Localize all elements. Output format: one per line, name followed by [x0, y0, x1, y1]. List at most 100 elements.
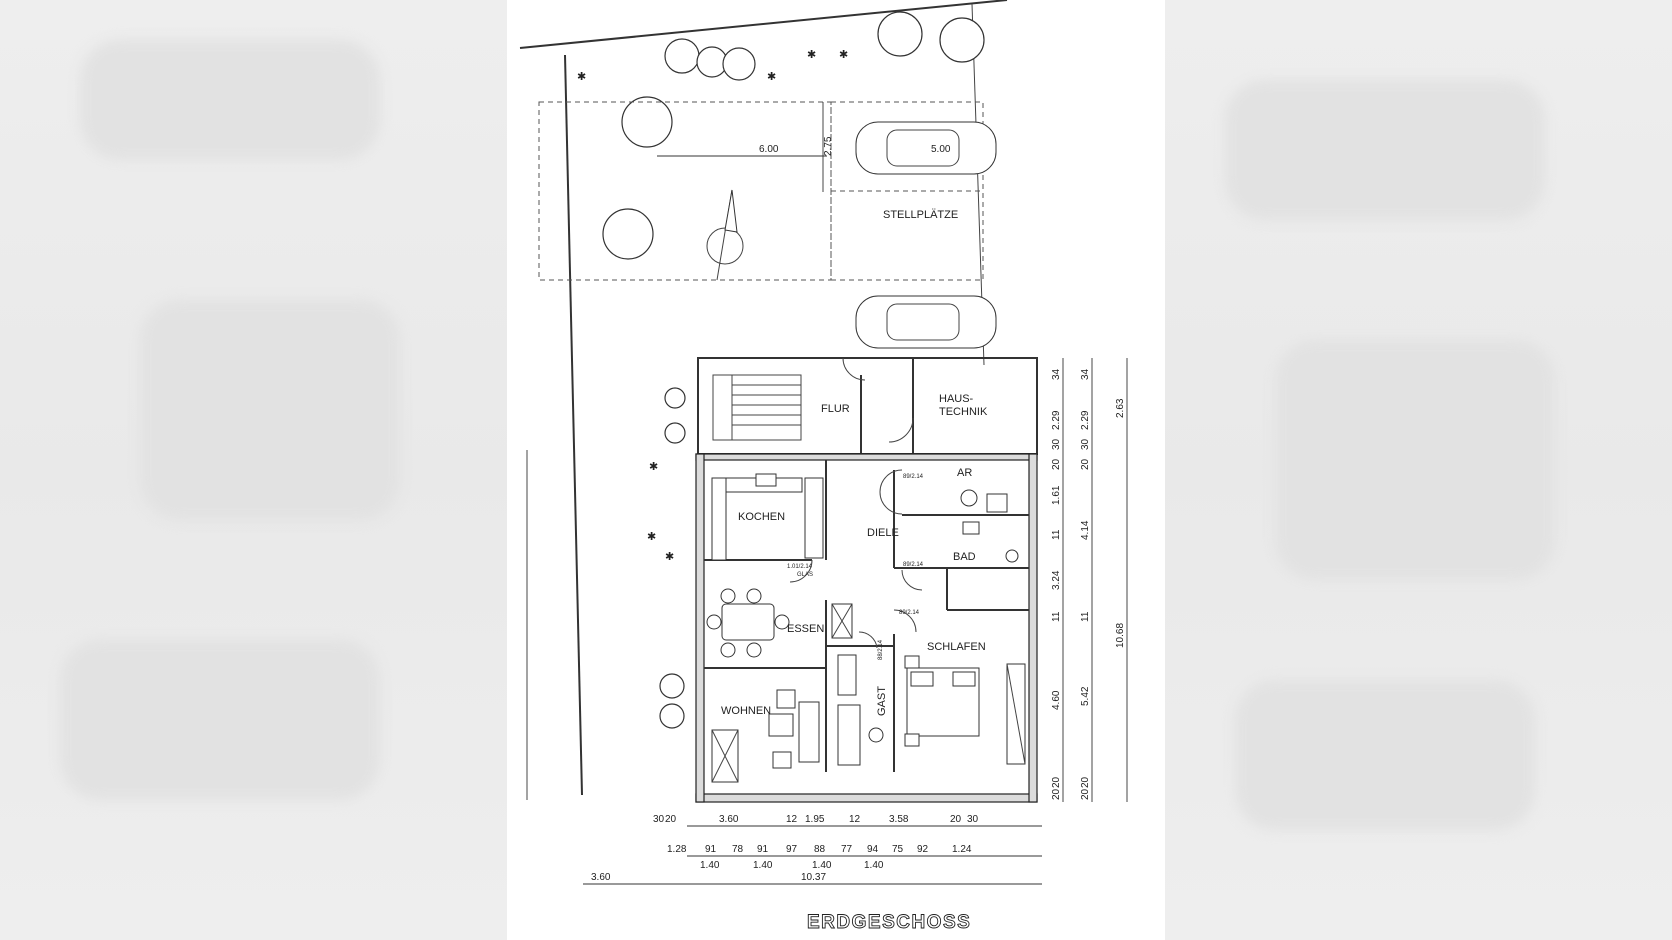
north-arrow-icon [706, 189, 744, 281]
room-label-kochen: KOCHEN [738, 511, 785, 523]
dim-bottom-row1-label: 12 [849, 814, 861, 825]
dim-bottom-row2-label: 1.24 [952, 844, 972, 855]
dim-bottom-row2-label: 77 [841, 844, 853, 855]
room-label-essen: ESSEN [787, 623, 824, 635]
dim-bottom-row1-label: 30 [653, 814, 665, 825]
svg-text:✱: ✱ [839, 49, 848, 61]
svg-text:✱: ✱ [577, 71, 586, 83]
dim-parking-width: 6.00 [759, 144, 779, 155]
garden-trees: ✱ ✱ ✱ ✱ ✱ ✱ ✱ [577, 11, 985, 729]
room-label-haustechnik-2: TECHNIK [939, 406, 988, 418]
room-label-ar: AR [957, 467, 972, 479]
wardrobes [831, 603, 1026, 765]
dim-right-col2-label: 2.29 [1080, 410, 1091, 430]
bedroom-furniture [904, 655, 980, 747]
dim-bottom-row1-label: 20 [950, 814, 962, 825]
dim-bottom-row1-label: 20 [665, 814, 677, 825]
dim-right-col1-label: 2.29 [1051, 410, 1062, 430]
dim-bottom-row3: 3.60 10.37 [591, 872, 826, 883]
door-label-kochen: 1.01/2.14 [787, 564, 813, 570]
dim-bottom-row2-label: 92 [917, 844, 929, 855]
dim-right-col3-label: 2.63 [1115, 398, 1126, 418]
dim-right-col1-label: 34 [1051, 368, 1062, 380]
door-label-gast: 88/2.14 [878, 639, 884, 660]
dining-furniture [706, 588, 790, 658]
bath-fixtures [960, 489, 1019, 563]
dim-right-col2-label: 20 [1080, 776, 1091, 788]
dim-bottom-row2-sub-label: 1.40 [812, 860, 832, 871]
parking-dimensions: 6.00 2.75 5.00 [759, 136, 951, 156]
dim-bottom-row2-sub-label: 1.40 [700, 860, 720, 871]
dim-car-length: 5.00 [931, 144, 951, 155]
dim-right-col1-label: 11 [1051, 529, 1062, 540]
room-label-gast: GAST [876, 686, 888, 716]
floor-plan-sheet: ✱ ✱ ✱ ✱ ✱ ✱ ✱ [507, 0, 1165, 940]
parking-area [538, 101, 984, 281]
svg-text:✱: ✱ [647, 531, 656, 543]
dim-right-col2-label: 4.14 [1080, 520, 1091, 540]
room-label-diele: DIELE [867, 527, 899, 539]
dim-bottom-row2-label: 88 [814, 844, 826, 855]
svg-text:✱: ✱ [807, 49, 816, 61]
door-label-kochen-note: GLAS [797, 572, 813, 578]
dim-right-col2-label: 11 [1080, 611, 1091, 622]
dim-right-col3-label: 10.68 [1115, 623, 1126, 648]
svg-text:✱: ✱ [767, 71, 776, 83]
dim-right-col1-label: 3.24 [1051, 570, 1062, 590]
dim-right-col1-label: 11 [1051, 611, 1062, 622]
blurred-background-left [0, 0, 507, 940]
dim-right-col2-label: 30 [1080, 438, 1091, 450]
dim-bottom-row1-label: 3.58 [889, 814, 909, 825]
dim-right-col2-label: 5.42 [1080, 686, 1091, 706]
dim-bottom-row1-label: 12 [786, 814, 798, 825]
dim-parking-depth: 2.75 [823, 136, 834, 156]
dim-bottom-row1-label: 30 [967, 814, 979, 825]
room-label-schlafen: SCHLAFEN [927, 641, 986, 653]
right-dimension-lines [526, 358, 1128, 802]
floor-plan-drawing: ✱ ✱ ✱ ✱ ✱ ✱ ✱ [519, 0, 1128, 933]
door-label-schlafen: 89/2.14 [899, 610, 920, 616]
room-labels: FLUR HAUS- TECHNIK AR KOCHEN DIELE BAD E… [721, 209, 988, 717]
main-floor-walls [695, 453, 1038, 803]
room-label-haustechnik-1: HAUS- [939, 393, 974, 405]
dim-bottom-row3-label: 3.60 [591, 872, 611, 883]
dim-right-col1-label: 20 [1051, 788, 1062, 800]
dim-right-col1-label: 4.60 [1051, 690, 1062, 710]
dim-bottom-row2-label: 94 [867, 844, 879, 855]
drawing-title: ERDGESCHOSS [807, 912, 971, 933]
svg-text:✱: ✱ [665, 551, 674, 563]
door-labels: 1.01/2.14 GLAS 89/2.14 89/2.14 89/2.14 8… [787, 474, 924, 660]
svg-text:✱: ✱ [649, 461, 658, 473]
dim-right-col3: 2.63 10.68 [1115, 398, 1126, 648]
parked-car-bottom [855, 295, 997, 349]
room-label-wohnen: WOHNEN [721, 705, 771, 717]
dim-bottom-row2-label: 97 [786, 844, 798, 855]
dim-bottom-row2-sub-label: 1.40 [753, 860, 773, 871]
dim-bottom-row2-sub-label: 1.40 [864, 860, 884, 871]
parked-car-top [855, 121, 997, 175]
dim-right-col1-label: 1.61 [1051, 485, 1062, 505]
dim-bottom-row2-sub: 1.40 1.40 1.40 1.40 [700, 860, 884, 871]
door-swings [789, 469, 923, 649]
dim-bottom-row1-label: 1.95 [805, 814, 825, 825]
dim-bottom-row3-label: 10.37 [801, 872, 826, 883]
dim-bottom-row2-label: 91 [757, 844, 769, 855]
door-label-ar: 89/2.14 [903, 474, 924, 480]
room-label-stellplaetze: STELLPLÄTZE [883, 209, 958, 221]
dim-right-col1-label: 30 [1051, 438, 1062, 450]
room-label-bad: BAD [953, 551, 976, 563]
dim-bottom-row1-label: 3.60 [719, 814, 739, 825]
dim-right-col2-label: 20 [1080, 458, 1091, 470]
dim-right-col2-label: 34 [1080, 368, 1091, 380]
dim-bottom-row2-label: 91 [705, 844, 717, 855]
kitchen-furniture [711, 473, 824, 561]
dim-bottom-row2-label: 1.28 [667, 844, 687, 855]
room-label-flur: FLUR [821, 403, 850, 415]
dim-bottom-row2-label: 75 [892, 844, 904, 855]
living-furniture [711, 689, 820, 783]
door-label-bad: 89/2.14 [903, 562, 924, 568]
